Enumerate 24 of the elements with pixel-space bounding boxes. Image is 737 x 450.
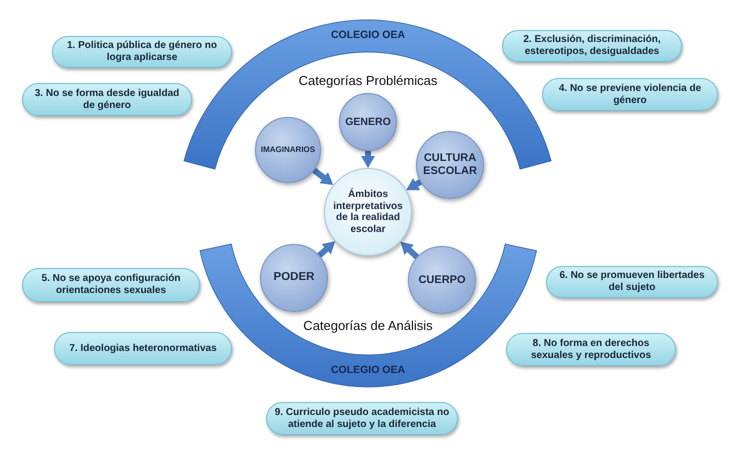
statement-pill: 6. No se promueven libertades del sujeto [546, 266, 718, 298]
category-circle: CUERPO [408, 246, 476, 314]
arc-heading: Categorías Problémicas [298, 74, 438, 88]
statement-pill: 8. No forma en derechos sexuales y reproductivos [506, 333, 676, 366]
arrow [312, 168, 336, 188]
statement-pill: 4. No se previene violencia de género [542, 78, 718, 111]
category-circle: GENERO [339, 93, 397, 151]
category-circle: IMAGINARIOS [255, 117, 321, 183]
band-label: COLEGIO OEA [330, 30, 406, 42]
arc-heading: Categorías de Análisis [303, 318, 433, 334]
arrow [404, 178, 422, 193]
statement-pill: 3. No se forma desde igualdad de género [22, 83, 192, 116]
statement-pill: 9. Curriculo pseudo academicista no atiende al sujeto y la diferencia [266, 402, 458, 435]
statement-pill: 1. Politica pública de género no logra aplicarse [52, 36, 232, 68]
band-label: COLEGIO OEA [330, 365, 406, 377]
category-circle: CULTURA ESCOLAR [416, 131, 484, 199]
category-circle: PODER [260, 244, 328, 312]
arrow [361, 151, 375, 168]
statement-pill: 7. Ideologias heteronormativas [54, 332, 232, 365]
statement-pill: 2. Exclusión, discriminación, estereotipos, desigualdades [502, 30, 682, 62]
arrow [317, 239, 338, 258]
arrow [398, 240, 420, 260]
central-circle: Ámbitos interpretativos de la realidad escolar [324, 168, 412, 256]
statement-pill: 5. No se apoya configuración orientaciones sexuales [22, 268, 200, 302]
